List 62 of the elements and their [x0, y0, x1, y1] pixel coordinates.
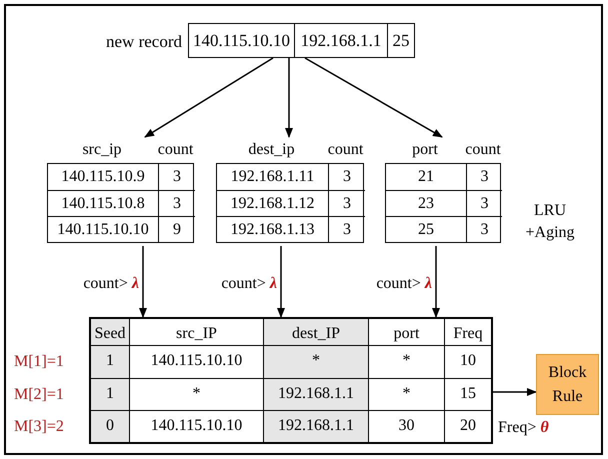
table-cell: 25: [387, 24, 414, 57]
table-cell: 192.168.1.1: [294, 24, 387, 57]
arrow: [304, 57, 443, 138]
table-cell: 3: [466, 190, 502, 216]
table-cell: 23: [386, 190, 466, 216]
table-cell-text: 21: [417, 167, 435, 187]
arrow: [493, 388, 537, 396]
arrow: [285, 58, 293, 138]
table-cell: 10: [444, 345, 491, 378]
table-cell-text: 140.115.10.9: [60, 167, 146, 187]
table-cell-text: 192.168.1.11: [230, 167, 316, 187]
table-cell-text: 140.115.10.10: [192, 30, 292, 52]
column-header: Seed: [91, 319, 129, 345]
table-cell: 192.168.1.1: [263, 410, 368, 442]
table-cell: 3: [328, 216, 365, 242]
table-cell: 3: [328, 164, 365, 190]
column-header: dest_IP: [263, 319, 368, 345]
table-cell: 25: [386, 216, 466, 242]
arrow: [432, 246, 440, 318]
edge-label: count> λ: [376, 274, 432, 294]
table-cell: 1: [91, 345, 129, 378]
row-label: M[3]=2: [14, 417, 65, 437]
column-header: count: [327, 140, 364, 160]
row-label: M[2]=1: [14, 385, 65, 405]
table-cell: 3: [158, 190, 195, 216]
table-cell: 192.168.1.1: [263, 378, 368, 410]
table-cell: 3: [328, 190, 365, 216]
table-cell: 140.115.10.10: [48, 216, 158, 242]
table-cell: 20: [444, 410, 491, 442]
table-cell: 192.168.1.12: [217, 190, 328, 216]
note-text: LRU +Aging: [524, 201, 576, 243]
arrow: [139, 246, 147, 318]
table-cell: *: [129, 378, 263, 410]
table-cell: 30: [368, 410, 444, 442]
edge-label: count> λ: [83, 274, 139, 294]
table-cell: 1: [91, 378, 129, 410]
column-header: count: [465, 140, 501, 160]
table-cell: 0: [91, 410, 129, 442]
record-row: [188, 23, 415, 58]
edge-label: count> λ: [221, 274, 277, 294]
table-cell: 3: [466, 164, 502, 190]
table-cell: 192.168.1.13: [217, 216, 328, 242]
row-label: M[1]=1: [14, 352, 65, 372]
table-cell: *: [368, 378, 444, 410]
table-cell: 9: [158, 216, 195, 242]
table-cell: 3: [158, 164, 195, 190]
column-header: src_ip: [81, 140, 123, 160]
arrow: [144, 57, 274, 138]
column-header: dest_ip: [247, 140, 296, 160]
table-cell: 140.115.10.10: [129, 345, 263, 378]
row-caption: new record: [106, 31, 182, 53]
table-cell: *: [368, 345, 444, 378]
edge-label: Freq> θ: [498, 418, 549, 438]
table-cell: *: [263, 345, 368, 378]
arrow: [277, 246, 285, 318]
rule-table: [89, 317, 493, 444]
table-cell: 140.115.10.10: [129, 410, 263, 442]
table-cell: 3: [466, 216, 502, 242]
table-cell: 140.115.10.8: [48, 190, 158, 216]
column-header: port: [411, 140, 439, 160]
column-header: count: [157, 140, 194, 160]
table-cell: 15: [444, 378, 491, 410]
